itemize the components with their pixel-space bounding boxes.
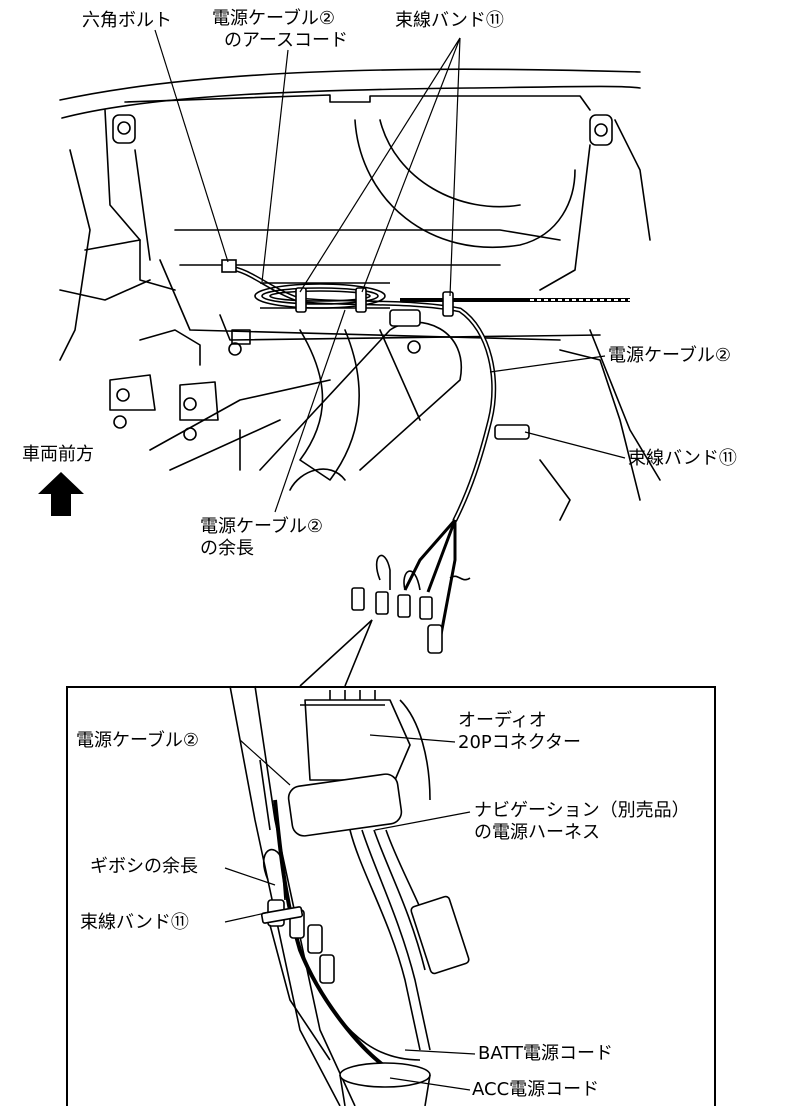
dashboard-top-edge [59,68,641,101]
audio-connector-label: オーディオ 20Pコネクター [458,710,581,754]
up-arrow-icon [38,472,84,516]
nav-harness-label: ナビゲーション（別売品） の電源ハーネス [474,800,690,844]
hex-bolt-label: 六角ボルト [82,10,172,31]
power-cable-ground-label: 電源ケーブル② のアースコード [212,8,348,52]
power-cable-extra-line2: の余長 [200,538,254,559]
power-cable-ground-line2: のアースコード [224,30,349,51]
cable-tie-right-label: 束線バンド⑪ [628,448,737,469]
power-cable-right-label: 電源ケーブル② [608,345,732,366]
vehicle-front-label: 車両前方 [22,444,94,465]
cable-tie-top-label: 束線バンド⑪ [395,10,504,31]
detail-inset-frame [66,686,716,1106]
cable-tie-inset-label: 束線バンド⑪ [80,912,189,933]
batt-cord-label: BATT電源コード [478,1043,613,1064]
power-cable-extra-label: 電源ケーブル② の余長 [200,516,323,560]
power-cable-ground-line1: 電源ケーブル② [212,8,336,29]
nav-harness-line1: ナビゲーション（別売品） [474,800,690,821]
audio-connector-line2: 20Pコネクター [458,732,582,753]
power-cable-extra-line1: 電源ケーブル② [200,516,324,537]
nav-harness-line2: の電源ハーネス [474,822,600,843]
power-cable-inset-label: 電源ケーブル② [76,730,200,751]
gibosi-extra-label: ギボシの余長 [90,856,198,877]
acc-cord-label: ACC電源コード [472,1079,600,1100]
audio-connector-line1: オーディオ [458,710,547,731]
